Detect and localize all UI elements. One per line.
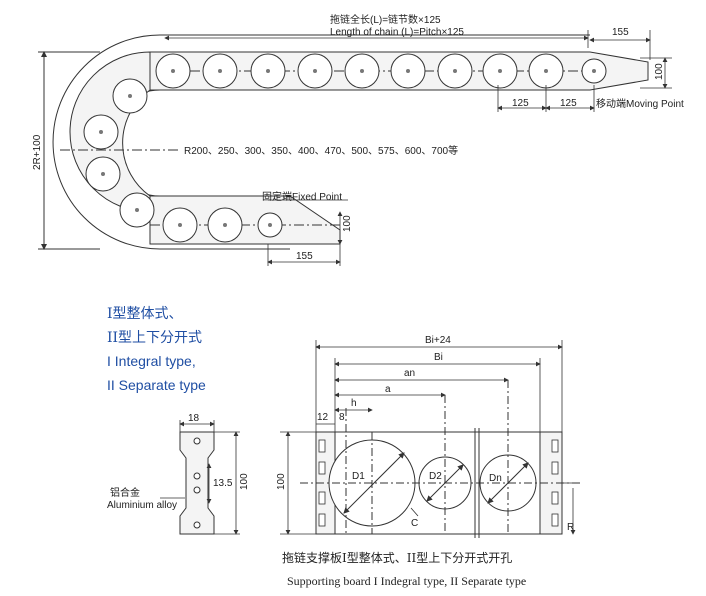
chain-inner-bend: [106, 89, 570, 197]
material-label-cn: 铝合金: [110, 486, 140, 499]
dim-bi: Bi: [434, 352, 443, 363]
radius-r-label: R: [567, 522, 574, 533]
dim-fixed-height: 100: [342, 215, 353, 232]
side-plate-holes: [193, 437, 201, 529]
caption-en: Supporting board I Indegral type, II Sep…: [287, 574, 526, 588]
radius-list: R200、250、300、350、400、470、500、575、600、700…: [184, 144, 458, 157]
top-dimensions: [164, 30, 672, 266]
dim-a: a: [385, 384, 391, 395]
hole-dn-label: Dn: [489, 473, 502, 484]
side-dim-inner: 13.5: [213, 478, 233, 489]
length-label-en: Length of chain (L)=Pitch×125: [330, 27, 464, 38]
dim-end-155: 155: [612, 27, 629, 38]
dim-pitch-a: 125: [512, 98, 529, 109]
caption-cn: 拖链支撑板I型整体式、II型上下分开式开孔: [282, 550, 512, 565]
support-board: [300, 380, 580, 538]
moving-point-label: 移动端Moving Point: [596, 97, 684, 110]
chain-link-holes: [99, 69, 596, 227]
side-dim-height: 100: [239, 473, 250, 490]
hole-d1-label: D1: [352, 471, 365, 482]
type-label-en-2: II Separate type: [107, 377, 206, 393]
side-plate-dims: [160, 420, 240, 535]
dim-fixed-end: 155: [296, 251, 313, 262]
dim-bi24: Bi+24: [425, 335, 451, 346]
type-label-en-1: I Integral type,: [107, 353, 196, 369]
side-dim-width: 18: [188, 413, 200, 424]
dim-12: 12: [317, 412, 329, 423]
hole-d2-label: D2: [429, 471, 442, 482]
chain-outer-bend: [52, 34, 590, 250]
gap-c-label: C: [411, 518, 418, 529]
dim-height-100: 100: [654, 63, 665, 80]
dim-h: h: [351, 398, 357, 409]
dim-pitch-b: 125: [560, 98, 577, 109]
length-label-cn: 拖链全长(L)=链节数×125: [330, 13, 441, 26]
dim-board-height: 100: [276, 473, 287, 490]
board-dims: [280, 340, 580, 535]
dim-an: an: [404, 368, 415, 379]
radius-2r-label: 2R+100: [32, 134, 43, 170]
type-label-cn-2: II型上下分开式: [107, 330, 202, 346]
dim-8: 8: [339, 412, 345, 423]
type-label-cn-1: I型整体式、: [107, 306, 183, 322]
fixed-point-label: 固定端Fixed Point: [262, 190, 342, 203]
material-label-en: Aluminium alloy: [107, 500, 177, 511]
board-teeth: [318, 439, 559, 527]
